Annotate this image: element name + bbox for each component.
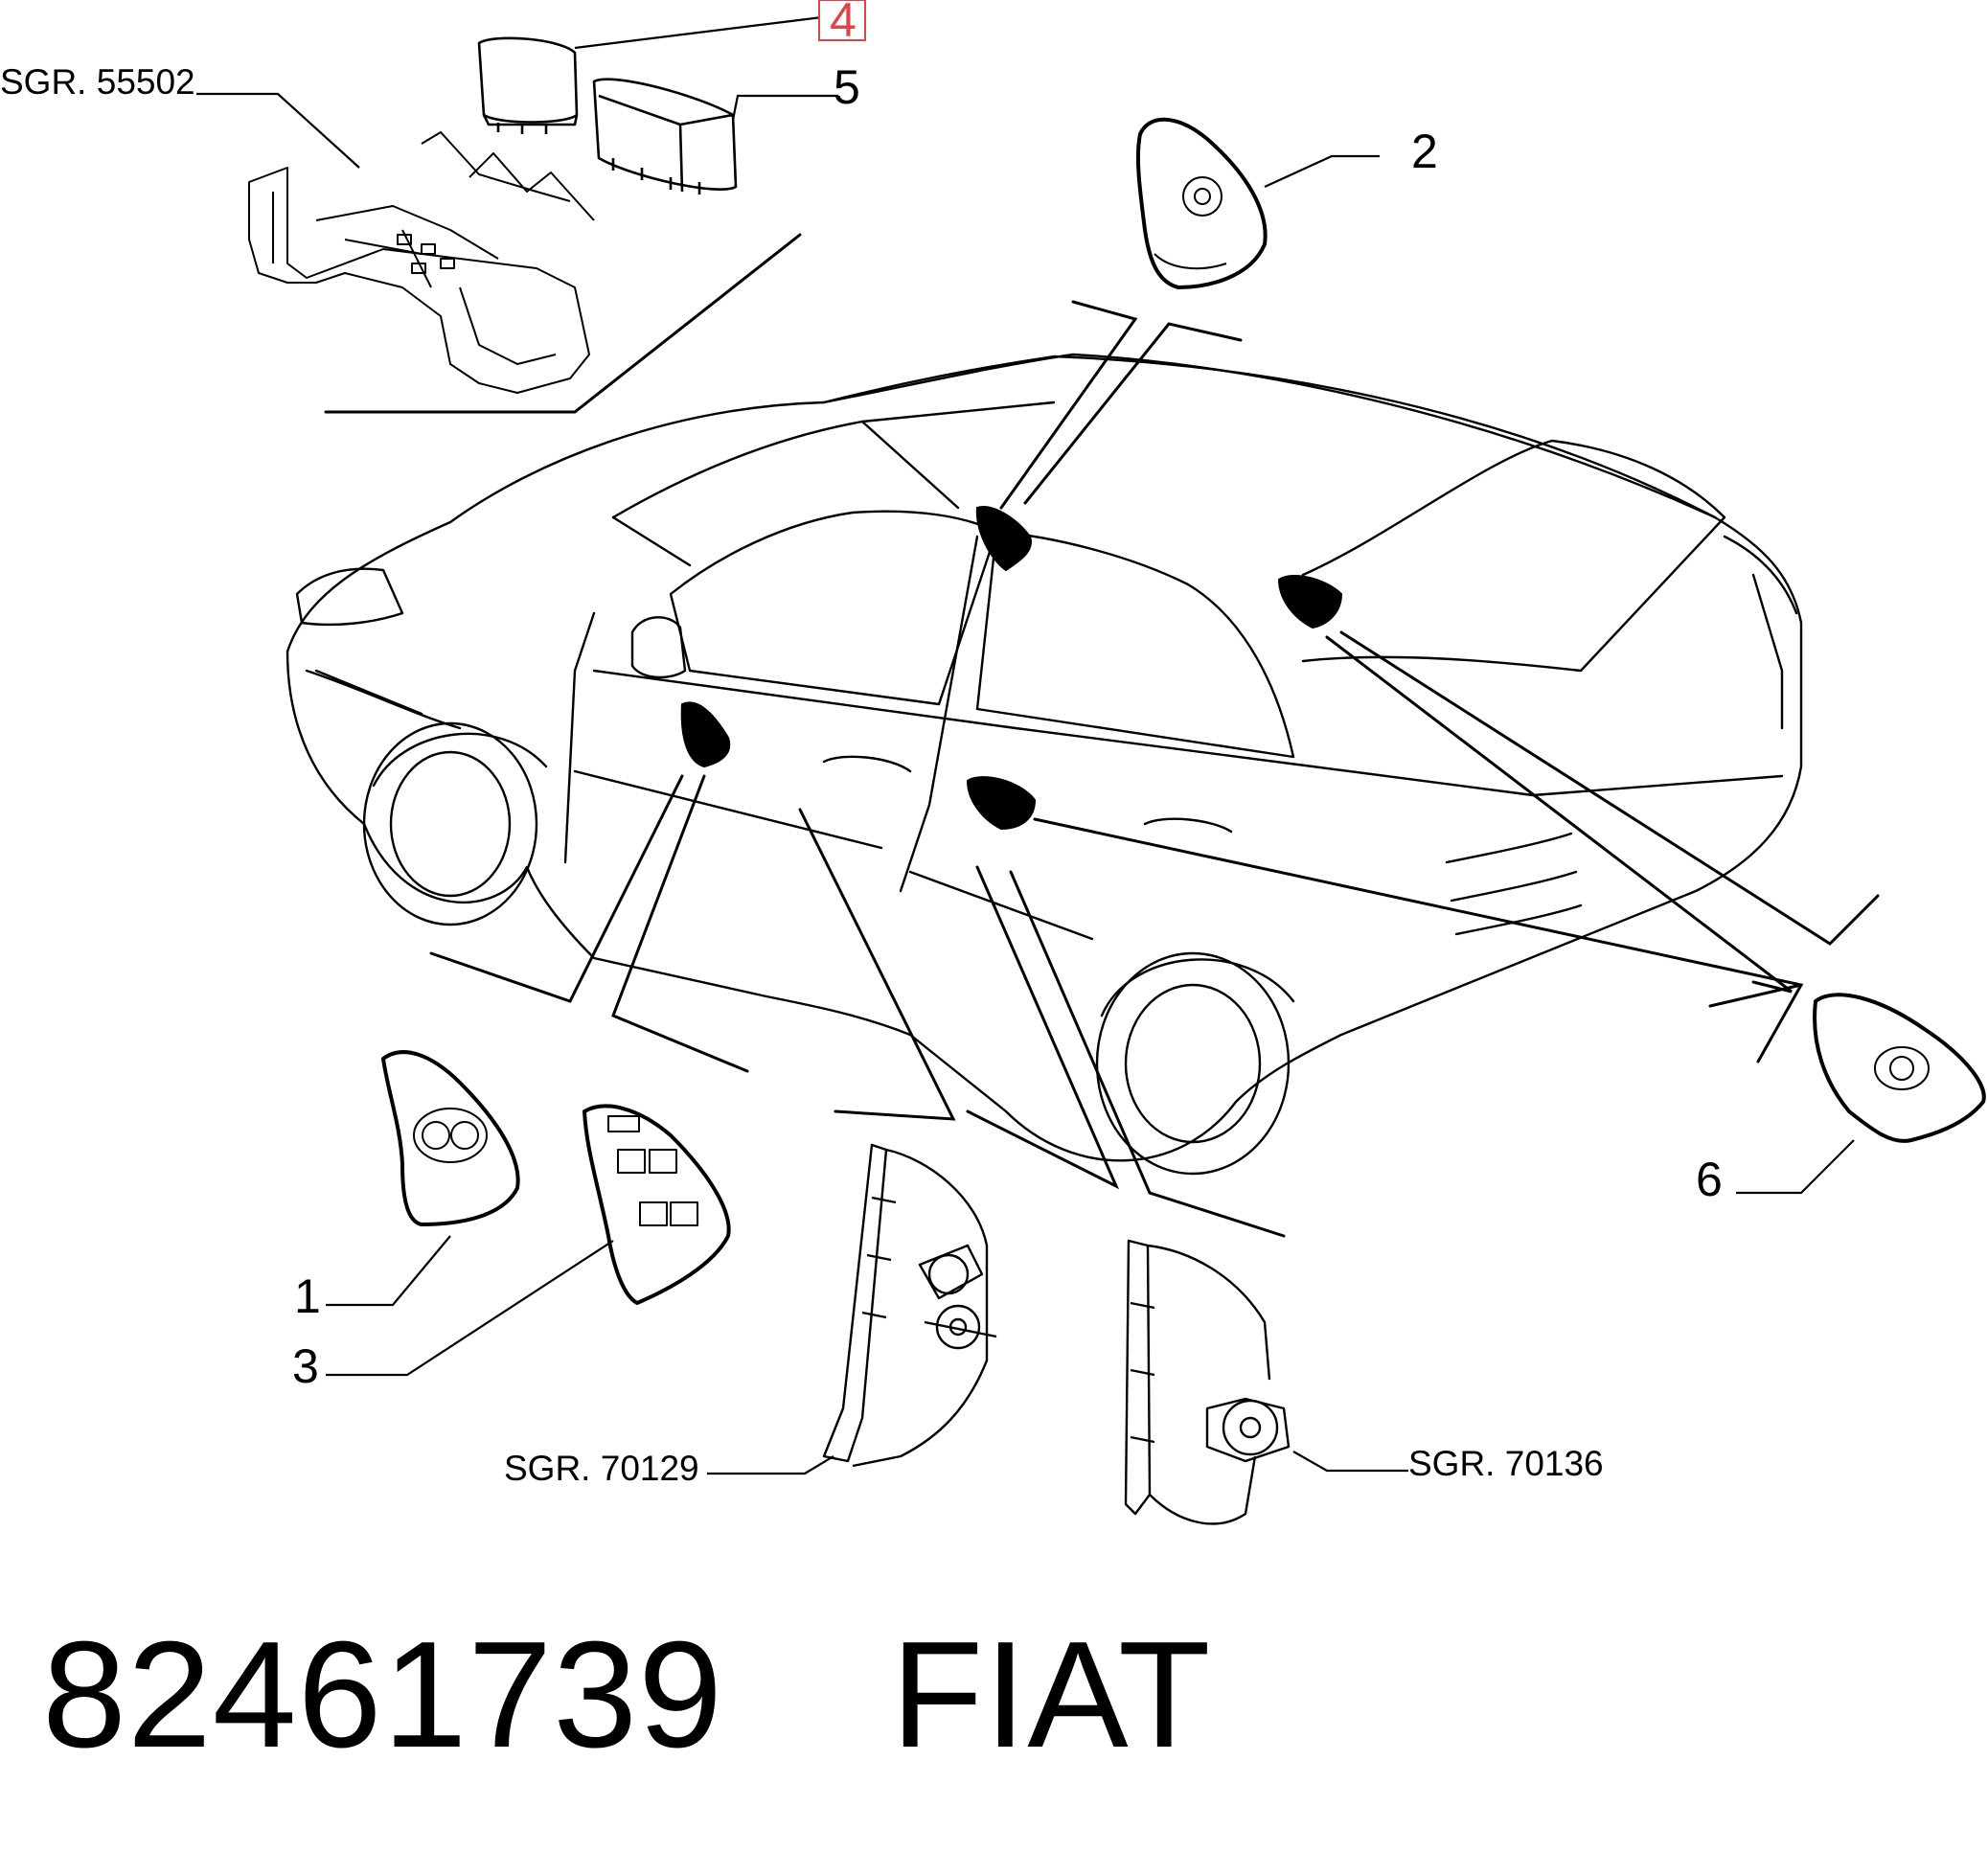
window-regulator-rear bbox=[1124, 1239, 1291, 1525]
callout-1: 1 bbox=[294, 1269, 321, 1323]
callout-4-highlight-box bbox=[818, 0, 866, 41]
relay-part-5 bbox=[592, 78, 738, 194]
callout-2: 2 bbox=[1411, 125, 1438, 178]
switch-locations bbox=[680, 506, 1343, 831]
reference-sgr-70129: SGR. 70129 bbox=[504, 1449, 699, 1488]
window-regulator-front bbox=[822, 1143, 997, 1468]
reference-sgr-55502: SGR. 55502 bbox=[0, 62, 195, 102]
switch-part-1 bbox=[381, 1050, 520, 1226]
switch-part-6 bbox=[1813, 993, 1986, 1143]
location-front-left-door bbox=[680, 701, 731, 768]
callout-4: 4 bbox=[830, 0, 857, 47]
relay-part-4 bbox=[477, 36, 579, 134]
reference-leaders bbox=[196, 15, 1855, 1475]
callout-3: 3 bbox=[292, 1339, 319, 1393]
callout-5: 5 bbox=[834, 60, 860, 114]
location-front-right-door bbox=[975, 506, 1032, 572]
switch-part-3 bbox=[583, 1104, 731, 1305]
location-rear-right-door bbox=[1277, 575, 1343, 629]
car-body bbox=[286, 353, 1803, 1176]
part-number: 82461739 bbox=[42, 1611, 723, 1779]
brand-name: FIAT bbox=[890, 1611, 1212, 1779]
callout-6: 6 bbox=[1696, 1153, 1723, 1206]
reference-sgr-70136: SGR. 70136 bbox=[1408, 1444, 1604, 1483]
switch-part-2 bbox=[1135, 117, 1268, 289]
location-rear-left-door bbox=[966, 776, 1037, 831]
control-unit-bracket bbox=[248, 131, 595, 394]
footer-caption: 82461739 FIAT bbox=[42, 1619, 1211, 1771]
leader-lines bbox=[324, 233, 1880, 1238]
